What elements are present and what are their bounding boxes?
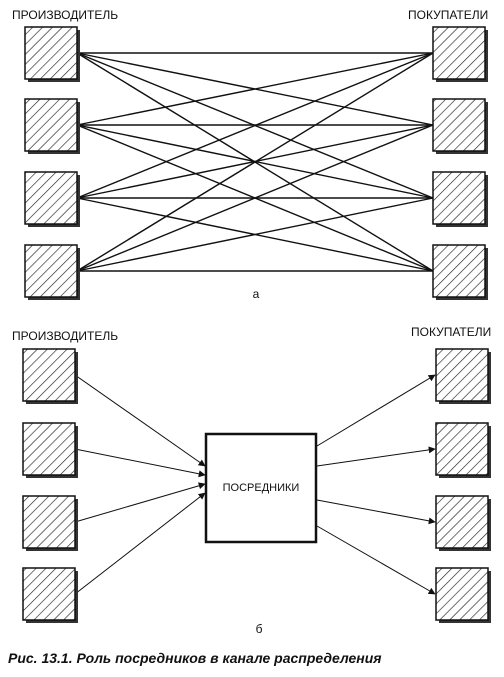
buyer-box	[432, 244, 488, 300]
panel-a-producer-label: ПРОИЗВОДИТЕЛЬ	[12, 8, 118, 22]
panel-a-connections	[76, 52, 434, 272]
producer-box	[22, 567, 78, 623]
producer-box	[22, 348, 78, 404]
producer-box	[22, 495, 78, 551]
buyer-box	[435, 348, 491, 404]
panel-b-producers	[22, 348, 78, 623]
panel-b-letter: б	[256, 622, 263, 636]
figure-caption: Рис. 13.1. Роль посредников в канале рас…	[8, 650, 382, 666]
producer-box	[24, 26, 80, 82]
panel-b-buyer-label: ПОКУПАТЕЛИ	[411, 325, 491, 339]
connection-line	[76, 52, 434, 272]
buyer-box	[432, 171, 488, 227]
buyer-arrow	[316, 446, 436, 467]
buyer-box	[432, 26, 488, 82]
connection-line	[76, 124, 434, 272]
buyer-box	[435, 567, 491, 623]
panel-a-buyers	[432, 26, 488, 300]
intermediary-box	[204, 432, 318, 544]
panel-b-producer-label: ПРОИЗВОДИТЕЛЬ	[12, 329, 118, 343]
producer-arrow	[74, 448, 206, 478]
buyer-arrow	[316, 499, 436, 525]
buyer-arrow	[316, 525, 436, 595]
panel-a-letter: а	[253, 287, 260, 301]
producer-arrow	[74, 492, 206, 595]
panel-a-buyer-label: ПОКУПАТЕЛИ	[408, 8, 488, 22]
producer-arrow	[74, 482, 206, 523]
panel-b-arrows	[74, 374, 436, 595]
intermediary-label: ПОСРЕДНИКИ	[223, 482, 300, 494]
producer-box	[24, 171, 80, 227]
buyer-box	[432, 98, 488, 154]
producer-arrow	[74, 374, 206, 467]
producer-box	[22, 422, 78, 478]
connection-line	[76, 52, 434, 199]
connection-line	[76, 52, 434, 126]
buyer-box	[435, 422, 491, 478]
producer-box	[24, 98, 80, 154]
panel-b-buyers	[435, 348, 491, 623]
panel-a-producers	[24, 26, 80, 300]
producer-box	[24, 244, 80, 300]
buyer-box	[435, 495, 491, 551]
connection-line	[76, 197, 434, 272]
buyer-arrow	[316, 374, 436, 447]
